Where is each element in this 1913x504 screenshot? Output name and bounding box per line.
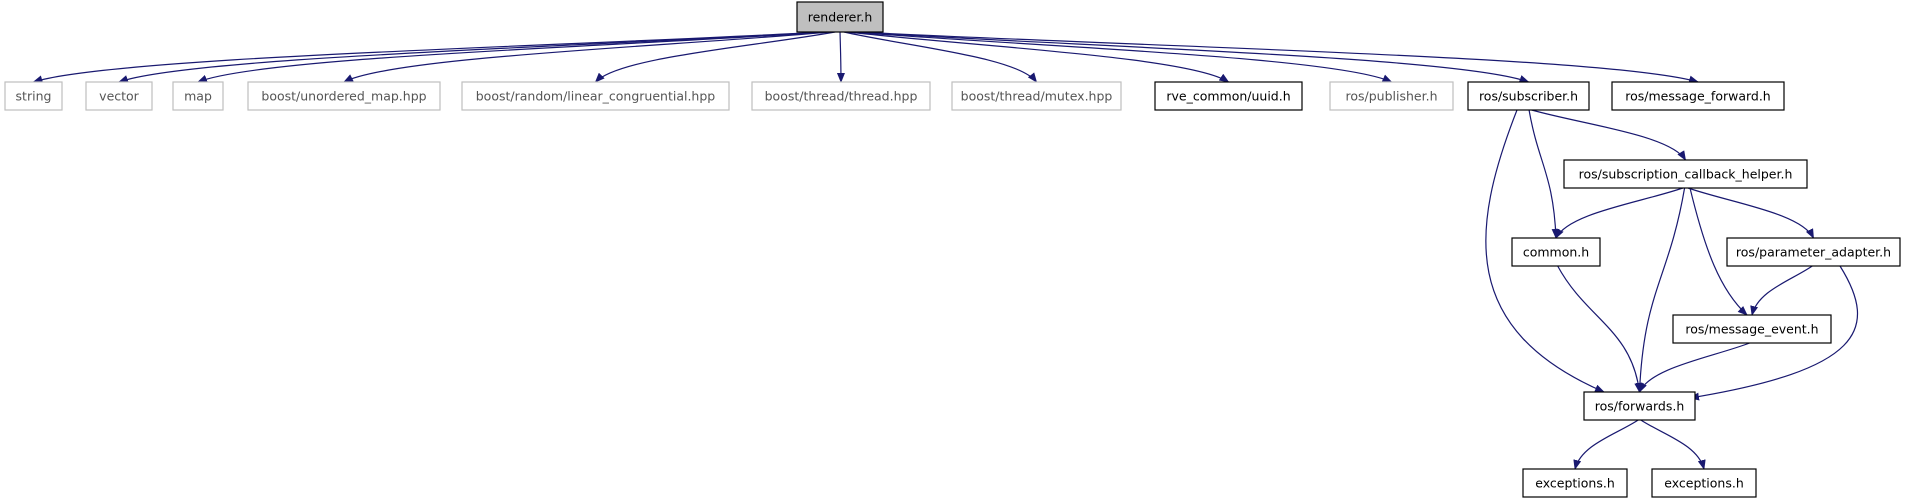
edge-renderer-to-message_forward bbox=[857, 31, 1699, 84]
edge-callback_helper-to-forwards bbox=[1635, 187, 1686, 393]
node-label: ros/subscription_callback_helper.h bbox=[1579, 167, 1793, 182]
node-box bbox=[1467, 81, 1590, 111]
node-publisher[interactable]: ros/publisher.h bbox=[1329, 81, 1454, 111]
edge-forwards-to-exceptions1 bbox=[1573, 419, 1639, 470]
edge-renderer-to-subscriber bbox=[853, 31, 1530, 83]
node-box bbox=[1563, 159, 1808, 189]
node-message_event[interactable]: ros/message_event.h bbox=[1672, 314, 1832, 344]
node-thread[interactable]: boost/thread/thread.hpp bbox=[751, 81, 931, 111]
node-label: ros/message_forward.h bbox=[1625, 89, 1770, 104]
node-common[interactable]: common.h bbox=[1511, 237, 1601, 267]
node-label: common.h bbox=[1523, 245, 1589, 260]
node-label: ros/subscriber.h bbox=[1479, 89, 1578, 104]
edge-renderer-to-publisher bbox=[850, 31, 1393, 83]
node-linear_congruential[interactable]: boost/random/linear_congruential.hpp bbox=[461, 81, 730, 111]
node-box bbox=[247, 81, 441, 111]
node-box bbox=[461, 81, 730, 111]
edge-renderer-to-string bbox=[32, 31, 824, 84]
node-label: exceptions.h bbox=[1664, 476, 1744, 491]
edge-subscriber-to-common bbox=[1528, 109, 1560, 239]
edge-callback_helper-to-common bbox=[1555, 187, 1684, 239]
node-label: vector bbox=[99, 89, 140, 104]
node-box bbox=[951, 81, 1122, 111]
node-vector[interactable]: vector bbox=[85, 81, 153, 111]
node-label: exceptions.h bbox=[1535, 476, 1615, 491]
node-label: ros/publisher.h bbox=[1346, 89, 1438, 104]
edge-forwards-to-exceptions2 bbox=[1640, 419, 1706, 470]
node-box bbox=[1154, 81, 1303, 111]
node-uuid[interactable]: rve_common/uuid.h bbox=[1154, 81, 1303, 111]
node-box bbox=[1329, 81, 1454, 111]
node-box bbox=[1651, 468, 1757, 498]
node-label: boost/random/linear_congruential.hpp bbox=[476, 89, 716, 104]
node-subscriber[interactable]: ros/subscriber.h bbox=[1467, 81, 1590, 111]
node-map[interactable]: map bbox=[172, 81, 224, 111]
node-label: ros/message_event.h bbox=[1685, 322, 1818, 337]
edges-layer bbox=[32, 31, 1859, 470]
node-box bbox=[4, 81, 63, 111]
edge-common-to-forwards bbox=[1557, 265, 1643, 393]
node-label: boost/thread/mutex.hpp bbox=[961, 89, 1113, 104]
edge-renderer-to-linear_congruential bbox=[594, 31, 836, 83]
edge-subscriber-to-forwards bbox=[1485, 109, 1605, 393]
edge-callback_helper-to-parameter_adapter bbox=[1687, 187, 1815, 239]
node-box bbox=[1511, 237, 1601, 267]
node-forwards[interactable]: ros/forwards.h bbox=[1583, 391, 1696, 421]
edge-renderer-to-vector bbox=[118, 31, 826, 83]
edge-renderer-to-mutex bbox=[843, 31, 1038, 83]
edge-subscriber-to-callback_helper bbox=[1531, 109, 1687, 161]
node-box bbox=[172, 81, 224, 111]
node-exceptions2[interactable]: exceptions.h bbox=[1651, 468, 1757, 498]
edge-renderer-to-map bbox=[197, 31, 828, 83]
node-label: renderer.h bbox=[808, 10, 873, 25]
node-label: boost/unordered_map.hpp bbox=[261, 89, 426, 104]
node-exceptions1[interactable]: exceptions.h bbox=[1522, 468, 1628, 498]
edge-parameter_adapter-to-forwards bbox=[1689, 265, 1859, 401]
edge-renderer-to-uuid bbox=[847, 31, 1230, 83]
node-box bbox=[1583, 391, 1696, 421]
node-label: string bbox=[16, 89, 52, 104]
nodes-layer: renderer.h string vector map boost/unordered… bbox=[4, 1, 1901, 498]
edge-parameter_adapter-to-message_event bbox=[1750, 265, 1813, 316]
node-box bbox=[796, 1, 884, 33]
node-string[interactable]: string bbox=[4, 81, 63, 111]
node-box bbox=[751, 81, 931, 111]
node-box bbox=[85, 81, 153, 111]
node-renderer[interactable]: renderer.h bbox=[796, 1, 884, 33]
node-unordered_map[interactable]: boost/unordered_map.hpp bbox=[247, 81, 441, 111]
node-parameter_adapter[interactable]: ros/parameter_adapter.h bbox=[1726, 237, 1901, 267]
edge-callback_helper-to-message_event bbox=[1689, 187, 1748, 316]
node-box bbox=[1611, 81, 1785, 111]
node-label: boost/thread/thread.hpp bbox=[765, 89, 918, 104]
edge-message_event-to-forwards bbox=[1638, 342, 1750, 393]
node-box bbox=[1672, 314, 1832, 344]
node-label: map bbox=[184, 89, 212, 104]
edge-renderer-to-thread bbox=[836, 31, 845, 83]
node-message_forward[interactable]: ros/message_forward.h bbox=[1611, 81, 1785, 111]
node-label: rve_common/uuid.h bbox=[1166, 89, 1290, 104]
node-mutex[interactable]: boost/thread/mutex.hpp bbox=[951, 81, 1122, 111]
node-box bbox=[1726, 237, 1901, 267]
node-label: ros/parameter_adapter.h bbox=[1736, 245, 1891, 260]
node-callback_helper[interactable]: ros/subscription_callback_helper.h bbox=[1563, 159, 1808, 189]
node-label: ros/forwards.h bbox=[1595, 399, 1685, 414]
node-box bbox=[1522, 468, 1628, 498]
edge-renderer-to-unordered_map bbox=[343, 31, 831, 83]
